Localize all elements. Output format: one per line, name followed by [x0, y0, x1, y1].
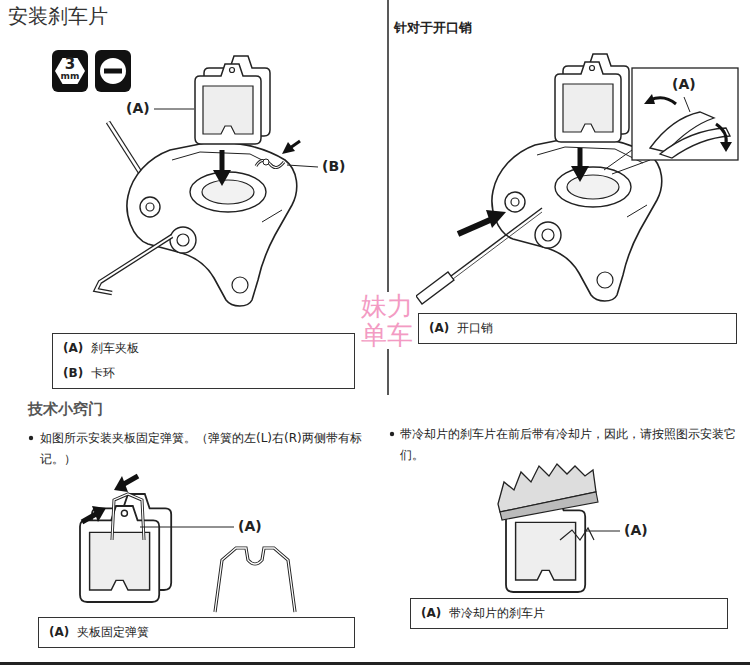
insert-arrow: [578, 148, 583, 168]
brake-pad: [80, 506, 159, 602]
cotter-pin-inset: [632, 68, 738, 160]
screwdriver: [451, 208, 542, 276]
caption-box: (A)开口销: [418, 313, 737, 344]
push-arrow: [458, 220, 490, 234]
tip-text: 带冷却片的刹车片在前后带有冷却片，因此，请按照图示安装它们。: [400, 424, 740, 466]
cotter-pin-inset: [716, 124, 726, 144]
section-heading: 针对于开口销: [394, 20, 472, 36]
caption-box: (A)夹板固定弹簧: [38, 617, 355, 648]
hex-key-icon: [52, 50, 88, 92]
caption-box: (A)刹车夹板(B)卡环: [52, 333, 355, 389]
tool-size-text: mm: [55, 72, 85, 82]
screwdriver: [416, 208, 542, 304]
cotter-pin-inset: [612, 160, 650, 174]
insert-arrow: [213, 150, 231, 186]
snap-ring: [256, 160, 284, 167]
push-arrow: [486, 210, 506, 228]
direction-arrow: [282, 141, 300, 154]
cotter-pin-inset: [720, 142, 732, 152]
leader-line: [287, 165, 318, 167]
brake-pad: [555, 62, 621, 142]
caption-letter: (A): [49, 624, 77, 641]
screwdriver-icon: [100, 58, 126, 84]
bottom-rule: [0, 662, 750, 665]
caption-letter: (A): [429, 320, 457, 337]
screwdriver: [453, 212, 542, 279]
screwdriver-icon: [95, 50, 131, 92]
cooling-fins: [560, 528, 594, 540]
squeeze-arrow: [82, 514, 96, 522]
tip-heading: 技术小窍门: [28, 400, 103, 419]
cotter-pin-inset: [684, 97, 690, 112]
caliper: [492, 137, 662, 301]
caption-text: 夹板固定弹簧: [77, 624, 344, 641]
pad-spring: [112, 494, 144, 540]
cooling-fins: [500, 492, 598, 520]
leader-line: [140, 527, 234, 528]
brake-pipe: [96, 236, 172, 293]
bullet-dot: [29, 436, 33, 440]
screwdriver: [416, 272, 454, 304]
bullet-dot: [390, 432, 394, 436]
callout-letter: (A): [238, 518, 262, 536]
snap-ring: [263, 159, 269, 165]
brake-pipe: [96, 236, 172, 293]
insert-arrow: [213, 170, 231, 186]
direction-arrow: [282, 142, 295, 154]
caption-text: 开口销: [457, 320, 726, 337]
leader-line: [584, 531, 620, 532]
callout-letter: (A): [126, 100, 150, 118]
squeeze-arrow: [92, 506, 106, 522]
insert-arrow: [571, 166, 589, 182]
insert-arrow: [571, 148, 589, 182]
caliper: [127, 142, 297, 306]
snap-ring: [256, 160, 284, 167]
callout-letter: (A): [672, 76, 696, 94]
cotter-pin-inset: [604, 150, 632, 170]
screwdriver-icon: [95, 50, 131, 92]
pad-spring: [112, 494, 144, 540]
push-arrow: [458, 210, 506, 234]
watermark: 妹力单车: [361, 292, 416, 349]
tip-text: 如图所示安装夹板固定弹簧。（弹簧的左(L)右(R)两侧带有标记。）: [40, 428, 388, 470]
callout-letter: (A): [624, 522, 648, 540]
cotter-pin-inset: [660, 128, 730, 158]
callout-letter: (B): [322, 158, 345, 176]
caption-text: 刹车夹板: [91, 340, 344, 357]
page-title: 安装刹车片: [8, 4, 108, 29]
caption-letter: (B): [63, 365, 91, 382]
squeeze-arrow: [124, 476, 138, 484]
pad-spring: [215, 548, 295, 612]
brake-pipe: [96, 236, 172, 293]
brake-pad: [195, 64, 261, 144]
pad-spring: [215, 548, 295, 612]
screwdriver-icon: [104, 69, 122, 74]
caption-text: 带冷却片的刹车片: [449, 605, 717, 622]
squeeze-arrow: [82, 476, 138, 522]
snap-ring: [256, 159, 284, 168]
hex-key-icon: [52, 50, 88, 92]
pad-spring: [112, 494, 144, 540]
insert-arrow: [220, 150, 225, 172]
pad-spring: [215, 548, 295, 612]
cotter-pin-inset: [604, 68, 738, 174]
leader-line: [154, 109, 194, 110]
squeeze-arrow: [114, 476, 128, 492]
caption-box: (A)带冷却片的刹车片: [410, 598, 728, 629]
tool-size-text: 3: [55, 56, 85, 73]
caption-letter: (A): [63, 340, 91, 357]
caption-letter: (A): [421, 605, 449, 622]
caption-text: 卡环: [91, 365, 344, 382]
cotter-pin-inset: [644, 94, 655, 104]
cooling-fins: [498, 464, 598, 540]
